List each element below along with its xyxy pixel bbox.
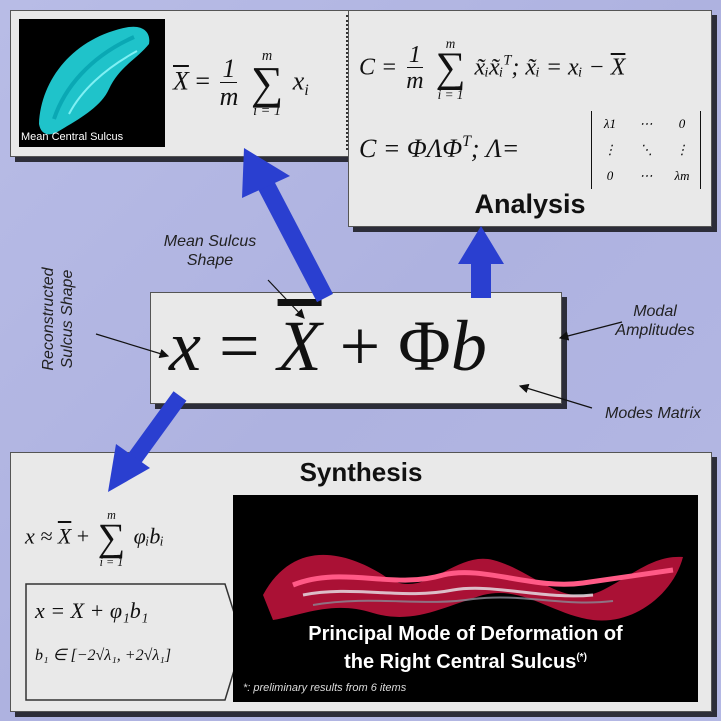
mean-frac-den: m — [219, 81, 239, 111]
mean-shape-label: Mean Sulcus Shape — [163, 233, 257, 269]
arrow-to-analysis — [458, 226, 504, 298]
synthesis-panel: Synthesis x ≈ X + m ∑ i = 1 φᵢbᵢ x = X +… — [10, 452, 712, 712]
cov-sum: m ∑ i = 1 — [435, 36, 466, 102]
lambda-eq: ; Λ= — [470, 133, 520, 163]
approx-mean: X — [57, 523, 72, 549]
cov-fraction: 1 m — [406, 43, 423, 94]
image-caption-sup: (*) — [576, 652, 587, 663]
matrix-cell: λm — [674, 168, 690, 183]
mode-formula-line1: x = X + φ₁b₁ — [35, 598, 149, 623]
matrix-cell: ⋱ — [639, 142, 653, 157]
approx-lhs: x ≈ — [25, 523, 53, 549]
main-phi: Φ — [398, 306, 451, 386]
cov-sum-bottom: i = 1 — [437, 87, 464, 102]
reconstructed-label: Reconstructed Sulcus Shape — [40, 267, 76, 371]
arrow-to-mean — [242, 148, 333, 303]
main-b: b — [450, 306, 487, 386]
thumbnail-caption: Mean Central Sulcus — [21, 131, 124, 143]
approx-formula: x ≈ X + m ∑ i = 1 φᵢbᵢ — [25, 509, 164, 568]
matrix-cell: 0 — [606, 168, 614, 183]
analysis-panel: C = 1 m m ∑ i = 1 x̃ᵢx̃ᵢT; x̃ᵢ = xᵢ − X … — [348, 10, 712, 227]
main-equation: x = X + Φb — [169, 301, 487, 391]
approx-sum: m ∑ i = 1 — [97, 508, 126, 569]
mean-formula: X = 1 m m ∑ i = 1 xi — [173, 48, 309, 120]
cov-transpose: T — [503, 52, 512, 69]
main-mean-X: X — [277, 306, 322, 386]
lambda-matrix: λ1 ⋯ 0 ⋮ ⋱ ⋮ 0 ⋯ λm — [591, 111, 701, 189]
approx-term: φᵢbᵢ — [133, 523, 164, 549]
mode-formula-line2: b₁ ∈ [−2√λ₁, +2√λ₁] — [35, 647, 172, 664]
approx-plus: + — [76, 523, 90, 549]
main-equals: = — [218, 306, 260, 386]
analysis-title: Analysis — [474, 189, 586, 219]
mean-sum: m ∑ i = 1 — [250, 48, 284, 120]
matrix-cell: ⋮ — [603, 142, 617, 157]
main-plus: + — [339, 306, 381, 386]
matrix-cell: λ1 — [603, 116, 617, 131]
decomposition-formula: C = ΦΛΦT; Λ= — [359, 133, 519, 164]
main-x: x — [169, 306, 201, 386]
image-caption-line2: the Right Central Sulcus(*) — [233, 651, 698, 674]
decomp-transpose: T — [462, 133, 471, 150]
mean-sum-top: m — [261, 48, 273, 64]
matrix-cell: 0 — [678, 116, 686, 131]
cov-frac-num: 1 — [406, 42, 423, 69]
mean-term: x — [292, 66, 305, 96]
dotted-divider — [346, 15, 348, 150]
mean-sulcus-render — [39, 26, 150, 135]
cov-lhs: C = — [359, 54, 398, 81]
synthesis-title: Synthesis — [299, 457, 423, 487]
matrix-cell: ⋮ — [675, 142, 689, 157]
decomp-lhs: C = ΦΛΦ — [359, 133, 463, 163]
sulcus-deformation-render — [263, 554, 683, 621]
modal-amplitudes-label: Modal Amplitudes — [615, 303, 695, 339]
deformation-image: Principal Mode of Deformation of the Rig… — [233, 495, 698, 702]
approx-sum-top: m — [107, 508, 116, 522]
mean-lhs: X — [173, 66, 189, 96]
mean-panel: Mean Central Sulcus X = 1 m m ∑ i = 1 xi — [10, 10, 352, 157]
footnote: *: preliminary results from 6 items — [243, 682, 407, 694]
mean-fraction: 1 m — [219, 53, 239, 112]
modes-matrix-label: Modes Matrix — [604, 405, 702, 422]
sulcus-thumbnail: Mean Central Sulcus — [19, 19, 165, 147]
image-caption-line1: Principal Mode of Deformation of — [308, 623, 623, 645]
mean-sum-bottom: i = 1 — [253, 103, 282, 120]
cov-frac-den: m — [406, 68, 424, 95]
mean-term-sub: i — [304, 82, 309, 100]
cov-body: x̃ᵢx̃ᵢ — [474, 54, 504, 81]
covariance-formula: C = 1 m m ∑ i = 1 x̃ᵢx̃ᵢT; x̃ᵢ = xᵢ − X — [359, 37, 625, 101]
cov-mean: X — [610, 54, 626, 81]
approx-sum-bottom: i = 1 — [99, 554, 124, 569]
matrix-cell: ⋯ — [639, 116, 653, 131]
mean-frac-num: 1 — [220, 53, 238, 83]
main-equation-panel: x = X + Φb — [150, 292, 562, 404]
image-caption-text: the Right Central Sulcus — [344, 651, 577, 673]
cov-sum-top: m — [445, 36, 456, 51]
matrix-cell: ⋯ — [639, 168, 653, 183]
cov-rest: ; x̃ᵢ = xᵢ − — [511, 54, 611, 81]
